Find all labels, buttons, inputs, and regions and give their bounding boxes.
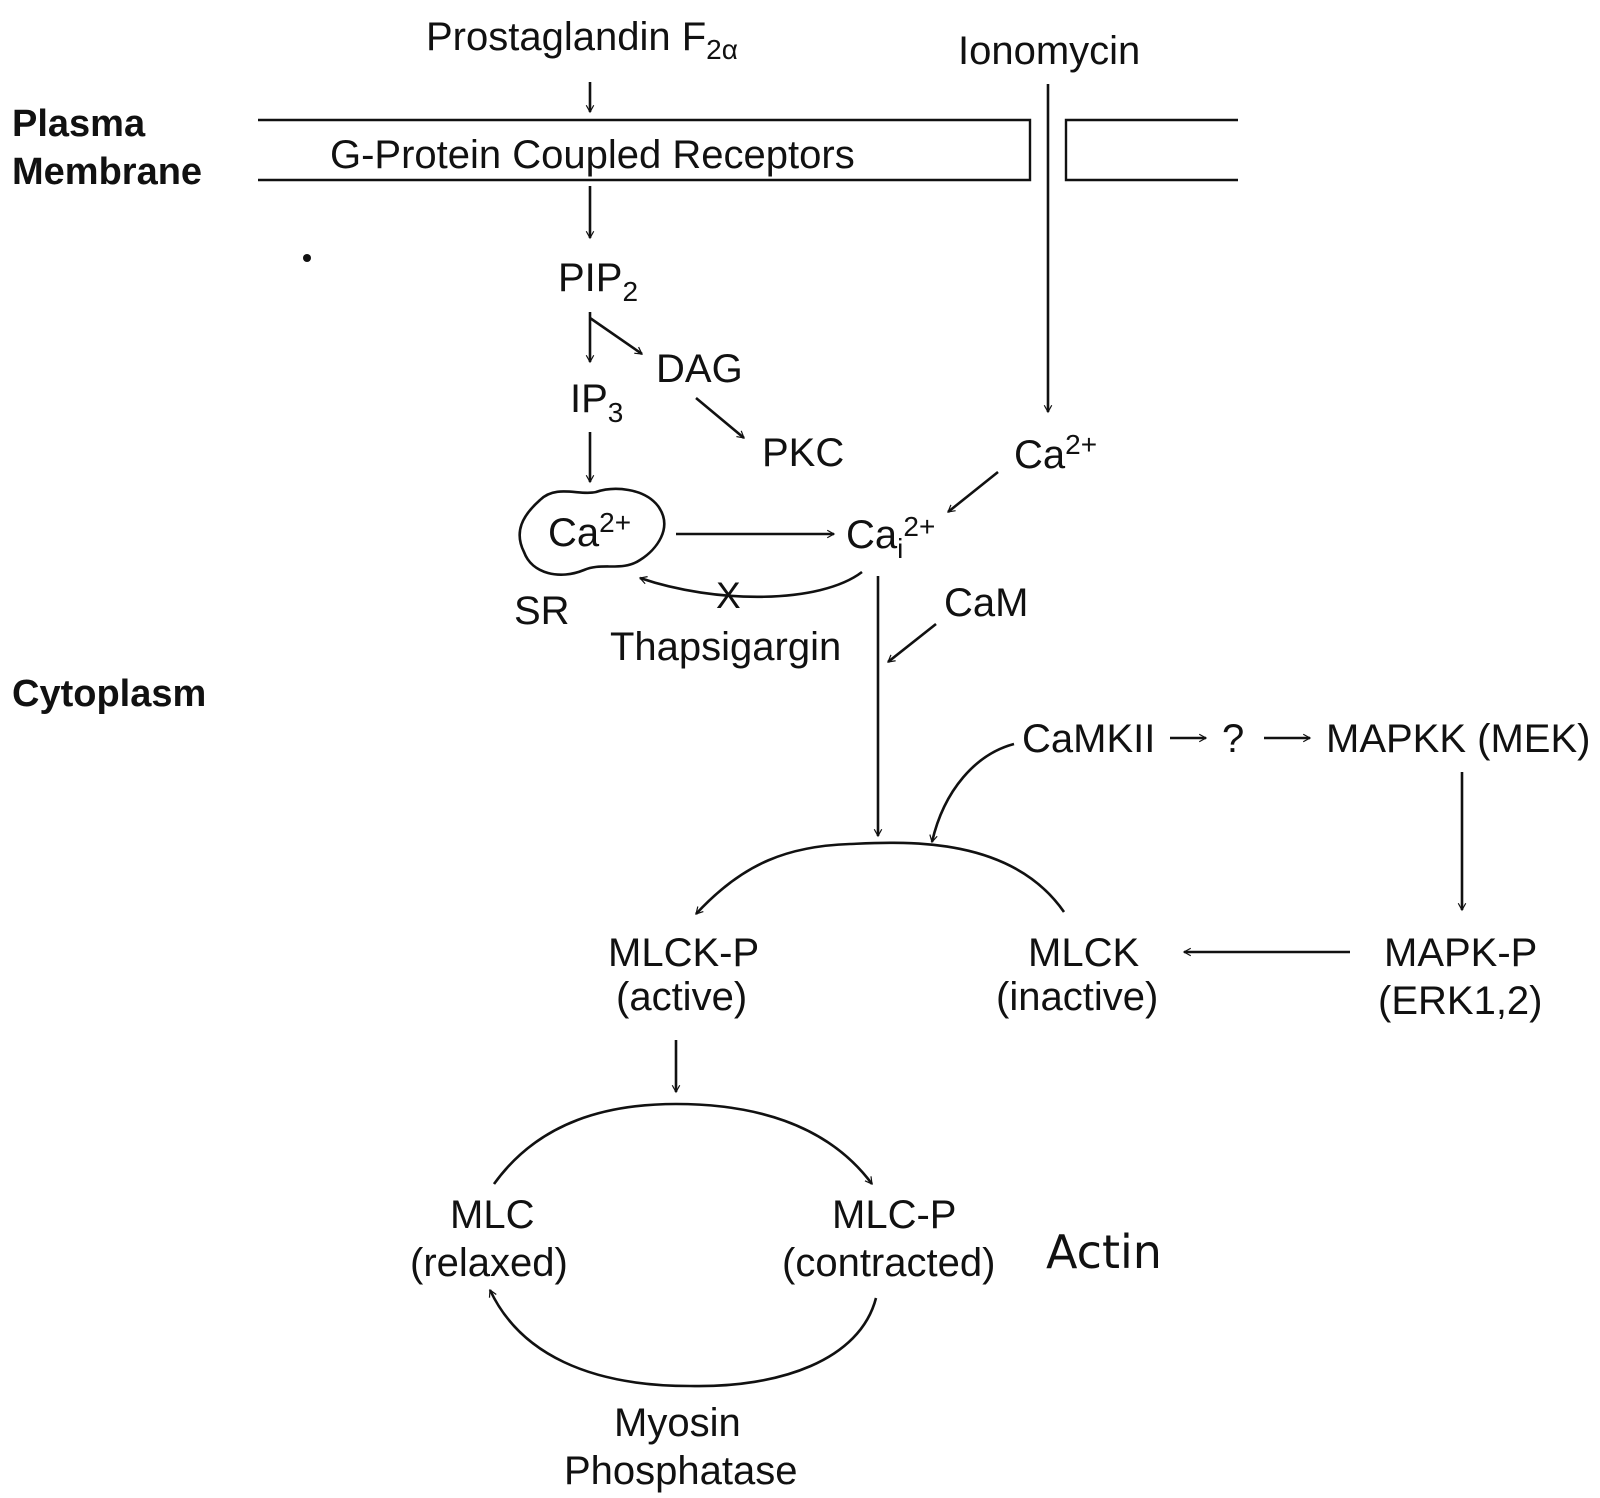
ca-to-cai-arrow	[947, 470, 999, 514]
cytoplasm-label: Cytoplasm	[12, 673, 206, 715]
prostaglandin-label: Prostaglandin F2α	[426, 15, 738, 65]
mlck-p-label-line2: (active)	[616, 975, 747, 1019]
actin-label: Actin	[1046, 1225, 1162, 1279]
plasma-membrane-label-line2: Membrane	[12, 151, 202, 193]
mlc-label-line2: (relaxed)	[410, 1241, 568, 1285]
dag-to-pkc-arrow	[695, 397, 745, 439]
unknown-step-label: ?	[1222, 717, 1244, 761]
sr-compartment	[518, 487, 666, 576]
mapk-p-label-line1: MAPK-P	[1384, 931, 1537, 975]
pip2-to-dag-arrow	[589, 316, 644, 356]
cam-label: CaM	[944, 581, 1028, 625]
mapkk-label: MAPKK (MEK)	[1326, 717, 1590, 761]
mlck-label-line1: MLCK	[1028, 931, 1139, 975]
mlc-p-label-line2: (contracted)	[782, 1241, 995, 1285]
mlck-phosphorylation-arrow	[695, 841, 1066, 915]
ionomycin-label: Ionomycin	[958, 29, 1140, 73]
mlc-p-label-line1: MLC-P	[832, 1193, 956, 1237]
thapsigargin-label: Thapsigargin	[610, 625, 841, 669]
pkc-label: PKC	[762, 431, 844, 475]
sr-label: SR	[514, 589, 570, 633]
phosphatase-label-line1: Myosin	[614, 1401, 741, 1445]
mlc-label-line1: MLC	[450, 1193, 534, 1237]
dag-label: DAG	[656, 347, 743, 391]
cai-label: Cai2+	[846, 511, 935, 564]
ca-sr-label: Ca2+	[548, 507, 631, 555]
ip3-label: IP3	[570, 377, 623, 428]
block-mark: X	[716, 575, 741, 616]
gpcr-label: G-Protein Coupled Receptors	[330, 133, 855, 177]
mlck-label-line2: (inactive)	[996, 975, 1158, 1019]
mlck-p-label-line1: MLCK-P	[608, 931, 759, 975]
cai-reuptake-arrow	[638, 570, 863, 599]
plasma-membrane	[258, 118, 1238, 182]
mapk-p-label-line2: (ERK1,2)	[1378, 979, 1543, 1023]
mlc-phosphorylation-arrow	[492, 1102, 874, 1185]
dephosphorylation-arrow	[488, 1288, 878, 1388]
phosphatase-label-line2: Phosphatase	[564, 1449, 798, 1493]
pip2-label: PIP2	[558, 256, 638, 307]
camkii-label: CaMKII	[1022, 717, 1155, 761]
stray-dot	[303, 254, 311, 262]
camkii-to-mlck-cycle-arrow	[929, 742, 1015, 844]
plasma-membrane-label-line1: Plasma	[12, 103, 146, 145]
ca-extracellular-label: Ca2+	[1014, 429, 1097, 477]
cam-to-pathway-arrow	[887, 622, 937, 664]
